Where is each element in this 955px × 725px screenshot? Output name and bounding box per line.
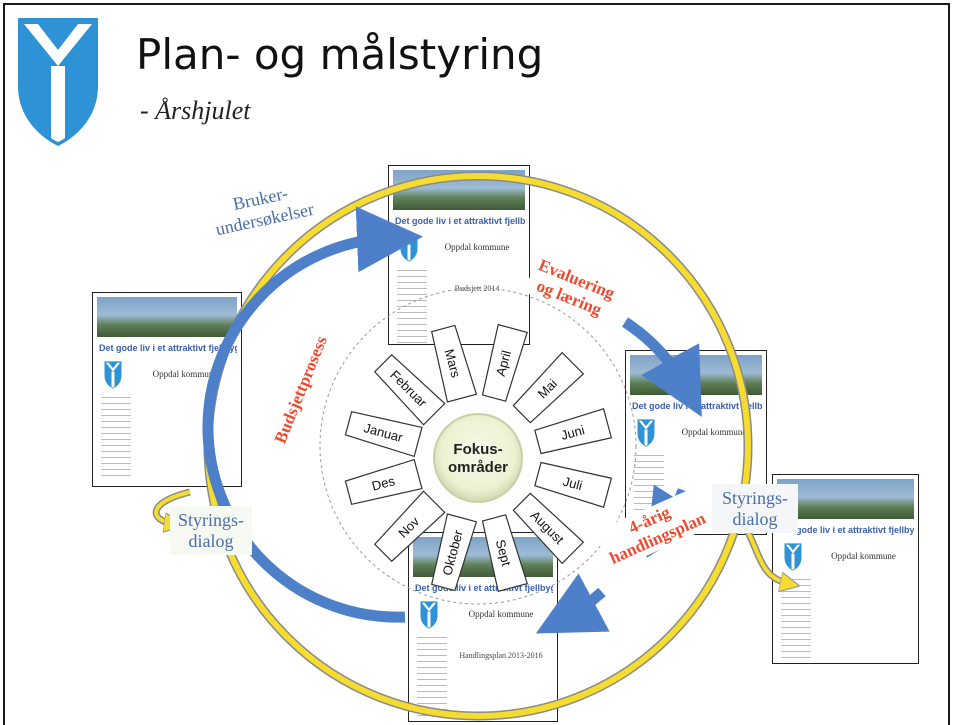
label-styringsdialog-right: Styrings- dialog (712, 484, 799, 534)
month-segment-sept: Sept (481, 514, 528, 593)
month-box (512, 492, 585, 565)
document-org: Oppdal kommune (152, 369, 218, 379)
month-box (512, 351, 585, 424)
month-segment-juni: Juni (534, 408, 613, 455)
document-photo (97, 297, 237, 337)
month-label: Juli (561, 474, 584, 494)
blue-arrow-left (202, 206, 423, 623)
yellow-arrow-right-fill (745, 529, 790, 584)
month-box (373, 353, 446, 426)
document-text-lines (101, 397, 131, 477)
document-photo (777, 479, 914, 519)
month-segment-oktober: Oktober (430, 513, 478, 592)
document-slogan: Det gode liv i et attraktivt fjellbygd (415, 583, 553, 593)
month-segment-mai: Mai (512, 351, 585, 424)
mini-logo (104, 361, 122, 389)
month-segment-april: April (481, 323, 528, 402)
center-circle (433, 413, 523, 503)
month-label: Sept (493, 538, 515, 568)
label-styringsdialog-left: Styrings- dialog (170, 506, 253, 556)
month-segment-juli: Juli (534, 461, 613, 508)
month-segment-nov: Nov (373, 490, 446, 563)
page-title: Plan- og målstyring (136, 30, 544, 79)
document-text-lines (417, 637, 447, 717)
mini-logo (784, 543, 802, 571)
month-box (534, 461, 613, 508)
month-label: Juni (559, 422, 586, 443)
document-text-lines (397, 270, 427, 344)
slide-frame (3, 3, 950, 725)
page-subtitle: - Årshjulet (140, 96, 251, 125)
month-box (344, 458, 423, 506)
month-segment-des: Des (344, 458, 423, 506)
month-box (430, 513, 478, 592)
month-box (373, 490, 446, 563)
month-box (481, 514, 528, 593)
month-segment-januar: Januar (344, 410, 423, 458)
document-org: Oppdal kommune (831, 551, 896, 561)
month-segment-februar: Februar (373, 353, 446, 426)
mini-logo (637, 419, 655, 447)
month-box (344, 410, 423, 458)
document-slogan: Det gode liv i et attraktivt fjellbygd (779, 525, 914, 535)
blue-arrow-top-right (621, 317, 702, 417)
month-label: April (493, 349, 514, 378)
month-segment-august: August (512, 492, 585, 565)
month-box (534, 408, 613, 455)
dashed-ring (319, 287, 637, 605)
document-subtitle: Budsjett 2014 (454, 284, 500, 293)
blue-arrow-bottom-right (535, 573, 610, 634)
month-label: Mars (442, 347, 464, 379)
month-box (481, 323, 528, 402)
yellow-arrow-left-fill (154, 490, 191, 524)
document-org: Oppdal kommune (444, 242, 510, 252)
month-label: Des (370, 473, 397, 494)
month-box (430, 324, 478, 403)
month-segment-mars: Mars (430, 324, 478, 403)
document-slogan: Det gode liv i et attraktivt fjellbygd (99, 343, 237, 353)
mini-logo (420, 601, 438, 629)
center-label-line1: Fokus- (453, 441, 502, 458)
yellow-arrow-right (743, 528, 791, 588)
document-slogan: Det gode liv i et attraktivt fjellbygd (395, 216, 525, 226)
document-org: Oppdal kommune (681, 427, 747, 437)
document-org: Oppdal kommune (468, 609, 534, 619)
center-label-line2: områder (448, 459, 508, 476)
document-subtitle: Handlingsplan 2013-2016 (459, 651, 543, 660)
document-bottom: Det gode liv i et attraktivt fjellbygd O… (408, 532, 558, 722)
coat-of-arms-logo (18, 18, 98, 146)
